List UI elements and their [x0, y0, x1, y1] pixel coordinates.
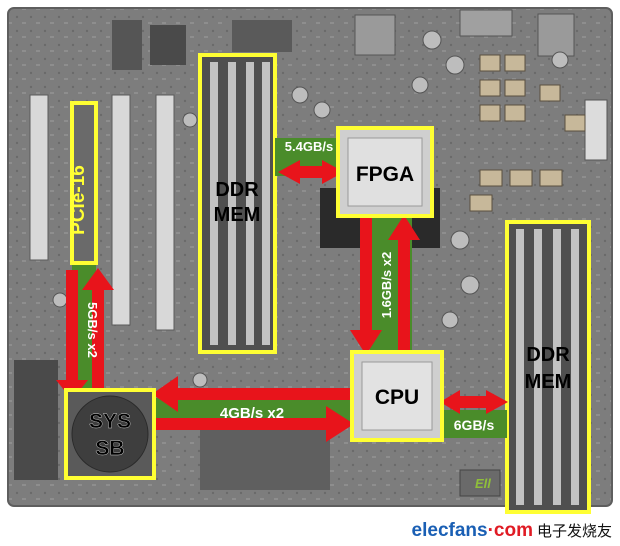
chip-mark-text: Ell [475, 476, 491, 491]
cpu-block: CPU [350, 350, 444, 442]
sys-sb-label-line2: SB [95, 437, 124, 460]
watermark-brand: elecfans [411, 520, 488, 541]
ddr-mem-left-label-line2: MEM [214, 204, 261, 226]
arrow-sb-to-cpu [152, 406, 354, 442]
arrow-cpu-to-fpga [388, 215, 420, 355]
fpga-label: FPGA [356, 163, 414, 186]
ddr-mem-right-label-line2: MEM [525, 371, 572, 393]
watermark-domain: ·com [487, 520, 533, 541]
cpu-label: CPU [375, 386, 419, 409]
arrows [56, 160, 508, 442]
arrow-mem-fpga [278, 160, 344, 184]
ddr-mem-left-block: DDR MEM [198, 53, 277, 354]
link-label-mem-fpga: 5.4GB/s [285, 139, 333, 154]
link-label-sb-cpu: 4GB/s x2 [220, 405, 284, 422]
arrow-fpga-to-cpu [350, 215, 382, 355]
pcie-16-label: PCIe-16 [68, 165, 89, 235]
arrow-cpu-mem [440, 390, 508, 414]
ddr-mem-right-label-line1: DDR [526, 344, 570, 366]
fpga-block: FPGA [336, 126, 434, 218]
ddr-mem-right-block: DDR MEM [505, 220, 591, 514]
sys-sb-label-line1: SYS [89, 410, 131, 433]
ddr-mem-left-label-line1: DDR [215, 179, 259, 201]
link-labels: 5.4GB/s 1.6GB/s x2 5GB/s x2 4GB/s x2 6GB… [85, 139, 494, 433]
sys-sb-block: SYS SB [64, 388, 156, 480]
link-label-fpga-cpu: 1.6GB/s x2 [379, 252, 394, 319]
arrow-sb-to-pcie [82, 268, 114, 390]
watermark-cn: 电子发烧友 [536, 523, 612, 540]
pcie-16-slot: PCIe-16 [68, 101, 98, 265]
link-label-cpu-mem: 6GB/s [454, 417, 495, 433]
arrow-pcie-to-sb [56, 270, 88, 400]
arrow-cpu-to-sb [152, 376, 352, 412]
link-label-pcie-sb: 5GB/s x2 [85, 302, 100, 358]
